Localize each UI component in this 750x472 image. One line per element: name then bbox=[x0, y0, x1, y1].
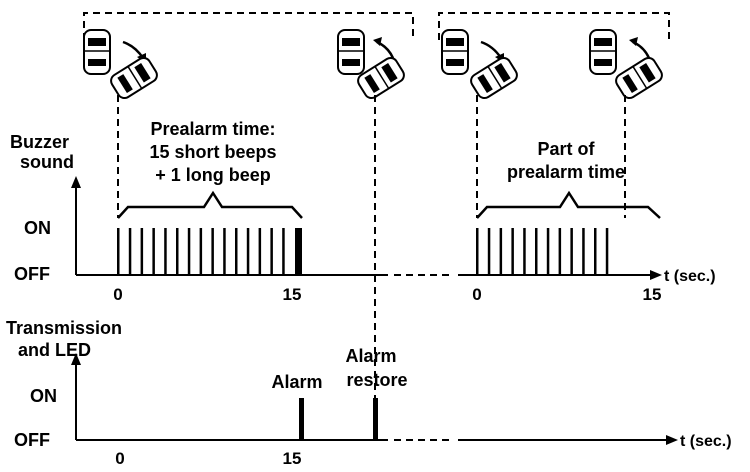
car-tilted-icon bbox=[467, 54, 521, 102]
transmission-on-label: ON bbox=[30, 386, 57, 406]
short-beep-pulse bbox=[211, 228, 214, 275]
buzzer-beeps-first bbox=[117, 228, 302, 275]
tilt-arrow-icon bbox=[629, 37, 651, 59]
long-beep-pulse bbox=[295, 228, 302, 275]
alarm-label: Alarm bbox=[271, 372, 322, 392]
buzzer-tick-0: 0 bbox=[113, 285, 122, 304]
short-beep-pulse bbox=[476, 228, 479, 275]
transmission-axis-unit: t (sec.) bbox=[680, 433, 732, 450]
alarm-restore-label: Alarm bbox=[345, 346, 396, 366]
short-beep-pulse bbox=[152, 228, 155, 275]
transmission-tick-0: 0 bbox=[115, 449, 124, 468]
short-beep-pulse bbox=[282, 228, 285, 275]
short-beep-pulse bbox=[235, 228, 238, 275]
short-beep-pulse bbox=[582, 228, 585, 275]
short-beep-pulse bbox=[270, 228, 273, 275]
buzzer-on-label: ON bbox=[24, 218, 51, 238]
short-beep-pulse bbox=[487, 228, 491, 275]
short-beep-pulse bbox=[570, 228, 573, 275]
alarm-restore-label: restore bbox=[346, 370, 407, 390]
short-beep-pulse bbox=[187, 228, 191, 275]
prealarm-label: + 1 long beep bbox=[155, 165, 271, 185]
car-tilted-icon bbox=[107, 54, 161, 102]
short-beep-pulse bbox=[117, 228, 120, 275]
buzzer-label: Buzzer bbox=[10, 132, 69, 152]
short-beep-pulse bbox=[140, 228, 144, 275]
transmission-off-label: OFF bbox=[14, 430, 50, 450]
short-beep-pulse bbox=[594, 228, 597, 275]
buzzer-y-arrow bbox=[71, 176, 81, 188]
part-prealarm-label: prealarm time bbox=[507, 162, 625, 182]
part-prealarm-label: Part of bbox=[537, 139, 595, 159]
event-bracket-first bbox=[83, 12, 414, 40]
short-beep-pulse bbox=[128, 228, 132, 275]
buzzer-tick-15: 15 bbox=[283, 285, 302, 304]
car-parked-icon bbox=[589, 29, 617, 75]
short-beep-pulse bbox=[558, 228, 562, 275]
prealarm-label: Prealarm time: bbox=[150, 119, 275, 139]
alarm-pulse bbox=[299, 398, 304, 440]
prealarm-label: 15 short beeps bbox=[149, 142, 276, 162]
short-beep-pulse bbox=[499, 228, 503, 275]
buzzer-tick-15: 15 bbox=[643, 285, 662, 304]
short-beep-pulse bbox=[523, 228, 526, 275]
part-prealarm-brace bbox=[476, 190, 661, 219]
car-parked-icon bbox=[441, 29, 469, 75]
transmission-label: and LED bbox=[18, 340, 91, 360]
alarm-restore-pulse bbox=[373, 398, 378, 440]
transmission-tick-15: 15 bbox=[283, 449, 302, 468]
buzzer-tick-0: 0 bbox=[472, 285, 481, 304]
short-beep-pulse bbox=[511, 228, 514, 275]
car-tilted-icon bbox=[612, 54, 666, 102]
transmission-y-arrow bbox=[71, 353, 81, 365]
short-beep-pulse bbox=[176, 228, 179, 275]
short-beep-pulse bbox=[258, 228, 262, 275]
car-parked-icon bbox=[337, 29, 365, 75]
buzzer-x-arrow bbox=[650, 270, 662, 280]
tilt-arrow-icon bbox=[373, 37, 395, 59]
buzzer-label: sound bbox=[20, 152, 74, 172]
buzzer-off-label: OFF bbox=[14, 264, 50, 284]
transmission-label: Transmission bbox=[6, 318, 122, 338]
prealarm-brace bbox=[117, 190, 303, 219]
short-beep-pulse bbox=[546, 228, 550, 275]
short-beep-pulse bbox=[164, 228, 167, 275]
transmission-x-arrow bbox=[666, 435, 678, 445]
short-beep-pulse bbox=[605, 228, 609, 275]
buzzer-beeps-second bbox=[476, 228, 609, 275]
event-bracket-second bbox=[438, 12, 670, 40]
car-parked-icon bbox=[83, 29, 111, 75]
short-beep-pulse bbox=[223, 228, 226, 275]
short-beep-pulse bbox=[535, 228, 538, 275]
buzzer-axis-unit: t (sec.) bbox=[664, 268, 716, 285]
short-beep-pulse bbox=[246, 228, 250, 275]
short-beep-pulse bbox=[199, 228, 203, 275]
